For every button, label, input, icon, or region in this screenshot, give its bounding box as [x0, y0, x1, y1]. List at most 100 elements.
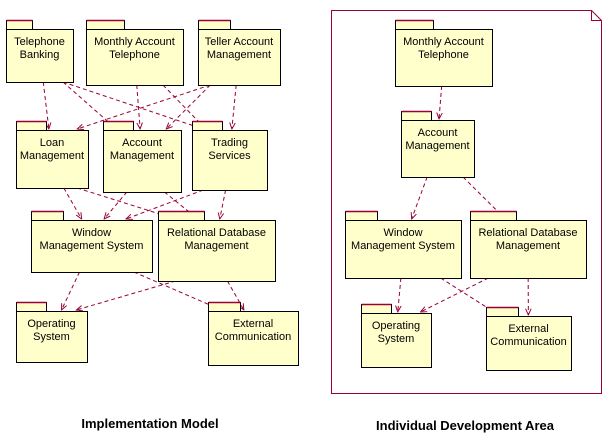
package-label-line: External — [233, 318, 273, 330]
package-label-line: Monthly Account — [94, 36, 175, 48]
dependency-arrow-im-relational-database-management-to-im-external-communication — [227, 280, 243, 310]
package-label-line: Communication — [490, 336, 566, 348]
package-label-line: Account — [418, 127, 458, 139]
package-label-line: Window — [383, 227, 422, 239]
package-body — [198, 29, 281, 86]
dependency-arrow-im-telephone-banking-to-im-trading-services — [62, 81, 203, 129]
package-tab — [86, 20, 125, 30]
package-label-line: Banking — [20, 49, 60, 61]
package-tab — [192, 121, 223, 131]
dependency-arrow-im-relational-database-management-to-im-operating-system — [76, 280, 176, 310]
package-body — [16, 311, 88, 363]
package-body — [361, 313, 432, 368]
package-label-line: Communication — [215, 331, 291, 343]
package-body — [345, 220, 462, 279]
package-tab — [361, 304, 392, 314]
package-tab — [6, 20, 33, 30]
package-body — [6, 29, 74, 83]
package-tab — [16, 302, 47, 312]
package-tab — [103, 121, 134, 131]
dependency-arrow-im-loan-management-to-im-window-management-system — [63, 187, 82, 219]
package-label-line: Management — [207, 49, 271, 61]
package-tab — [401, 111, 432, 121]
package-tab — [395, 20, 434, 30]
package-label-line: Management — [496, 240, 560, 252]
package-tab — [470, 211, 517, 221]
package-body — [486, 316, 572, 371]
dependency-arrow-im-teller-account-management-to-im-trading-services — [232, 84, 237, 129]
package-tab — [198, 20, 231, 30]
package-body — [401, 120, 475, 178]
dependency-arrow-im-account-management-to-im-window-management-system — [104, 191, 128, 219]
development-area-frame — [331, 10, 602, 394]
package-body — [192, 130, 268, 191]
package-body — [470, 220, 587, 279]
package-label-line: External — [508, 323, 548, 335]
package-body — [208, 311, 299, 366]
dependency-arrow-im-telephone-banking-to-im-loan-management — [42, 81, 49, 129]
package-label-line: Window — [72, 227, 111, 239]
package-label-line: Relational Database — [167, 227, 266, 239]
package-body — [86, 29, 184, 86]
package-label-line: Services — [208, 150, 251, 162]
package-label-line: Telephone — [418, 49, 469, 61]
package-body — [395, 29, 493, 87]
package-label-line: Management System — [40, 240, 144, 252]
development-area-caption: Individual Development Area — [376, 418, 555, 433]
dependency-arrow-ida-window-management-system-to-ida-operating-system — [398, 277, 401, 312]
package-tab — [16, 121, 47, 131]
implementation-model-caption: Implementation Model — [81, 416, 218, 431]
package-tab — [158, 211, 205, 221]
package-body — [103, 130, 182, 193]
package-label-line: Telephone — [14, 36, 65, 48]
package-tab — [31, 211, 64, 221]
package-body — [31, 220, 153, 273]
package-label-line: Relational Database — [478, 227, 577, 239]
package-label-line: Management System — [351, 240, 455, 252]
dependency-arrow-im-teller-account-management-to-im-loan-management — [77, 84, 211, 129]
dependency-arrows — [42, 81, 528, 315]
dependency-arrow-ida-relational-database-management-to-ida-operating-system — [421, 277, 489, 312]
package-tab — [345, 211, 378, 221]
package-body — [16, 130, 89, 189]
package-body — [158, 220, 276, 282]
dependency-arrow-im-monthly-account-telephone-to-im-account-management — [136, 84, 140, 129]
dependency-arrow-im-trading-services-to-im-relational-database-management — [220, 189, 227, 219]
package-label-line: Operating — [372, 320, 420, 332]
package-label-line: Loan — [40, 137, 64, 149]
dependency-arrow-im-teller-account-management-to-im-account-management — [166, 84, 211, 129]
package-label-line: System — [378, 333, 415, 345]
package-tab — [208, 302, 241, 312]
package-label-line: Trading — [211, 137, 248, 149]
dependency-arrow-ida-monthly-account-telephone-to-ida-account-management — [439, 85, 442, 119]
package-label-line: Account — [122, 137, 162, 149]
package-label-line: Management — [110, 150, 174, 162]
dependency-arrow-ida-account-management-to-ida-window-management-system — [412, 176, 428, 219]
package-label-line: Management — [20, 150, 84, 162]
package-tab — [486, 307, 519, 317]
package-label-line: Management — [405, 140, 469, 152]
package-label-line: System — [33, 331, 70, 343]
package-label-line: Monthly Account — [403, 36, 484, 48]
package-label-line: Telephone — [109, 49, 160, 61]
package-label-line: Operating — [27, 318, 75, 330]
dependency-arrow-im-window-management-system-to-im-operating-system — [62, 271, 80, 310]
dependency-arrow-im-window-management-system-to-im-external-communication — [133, 271, 222, 310]
